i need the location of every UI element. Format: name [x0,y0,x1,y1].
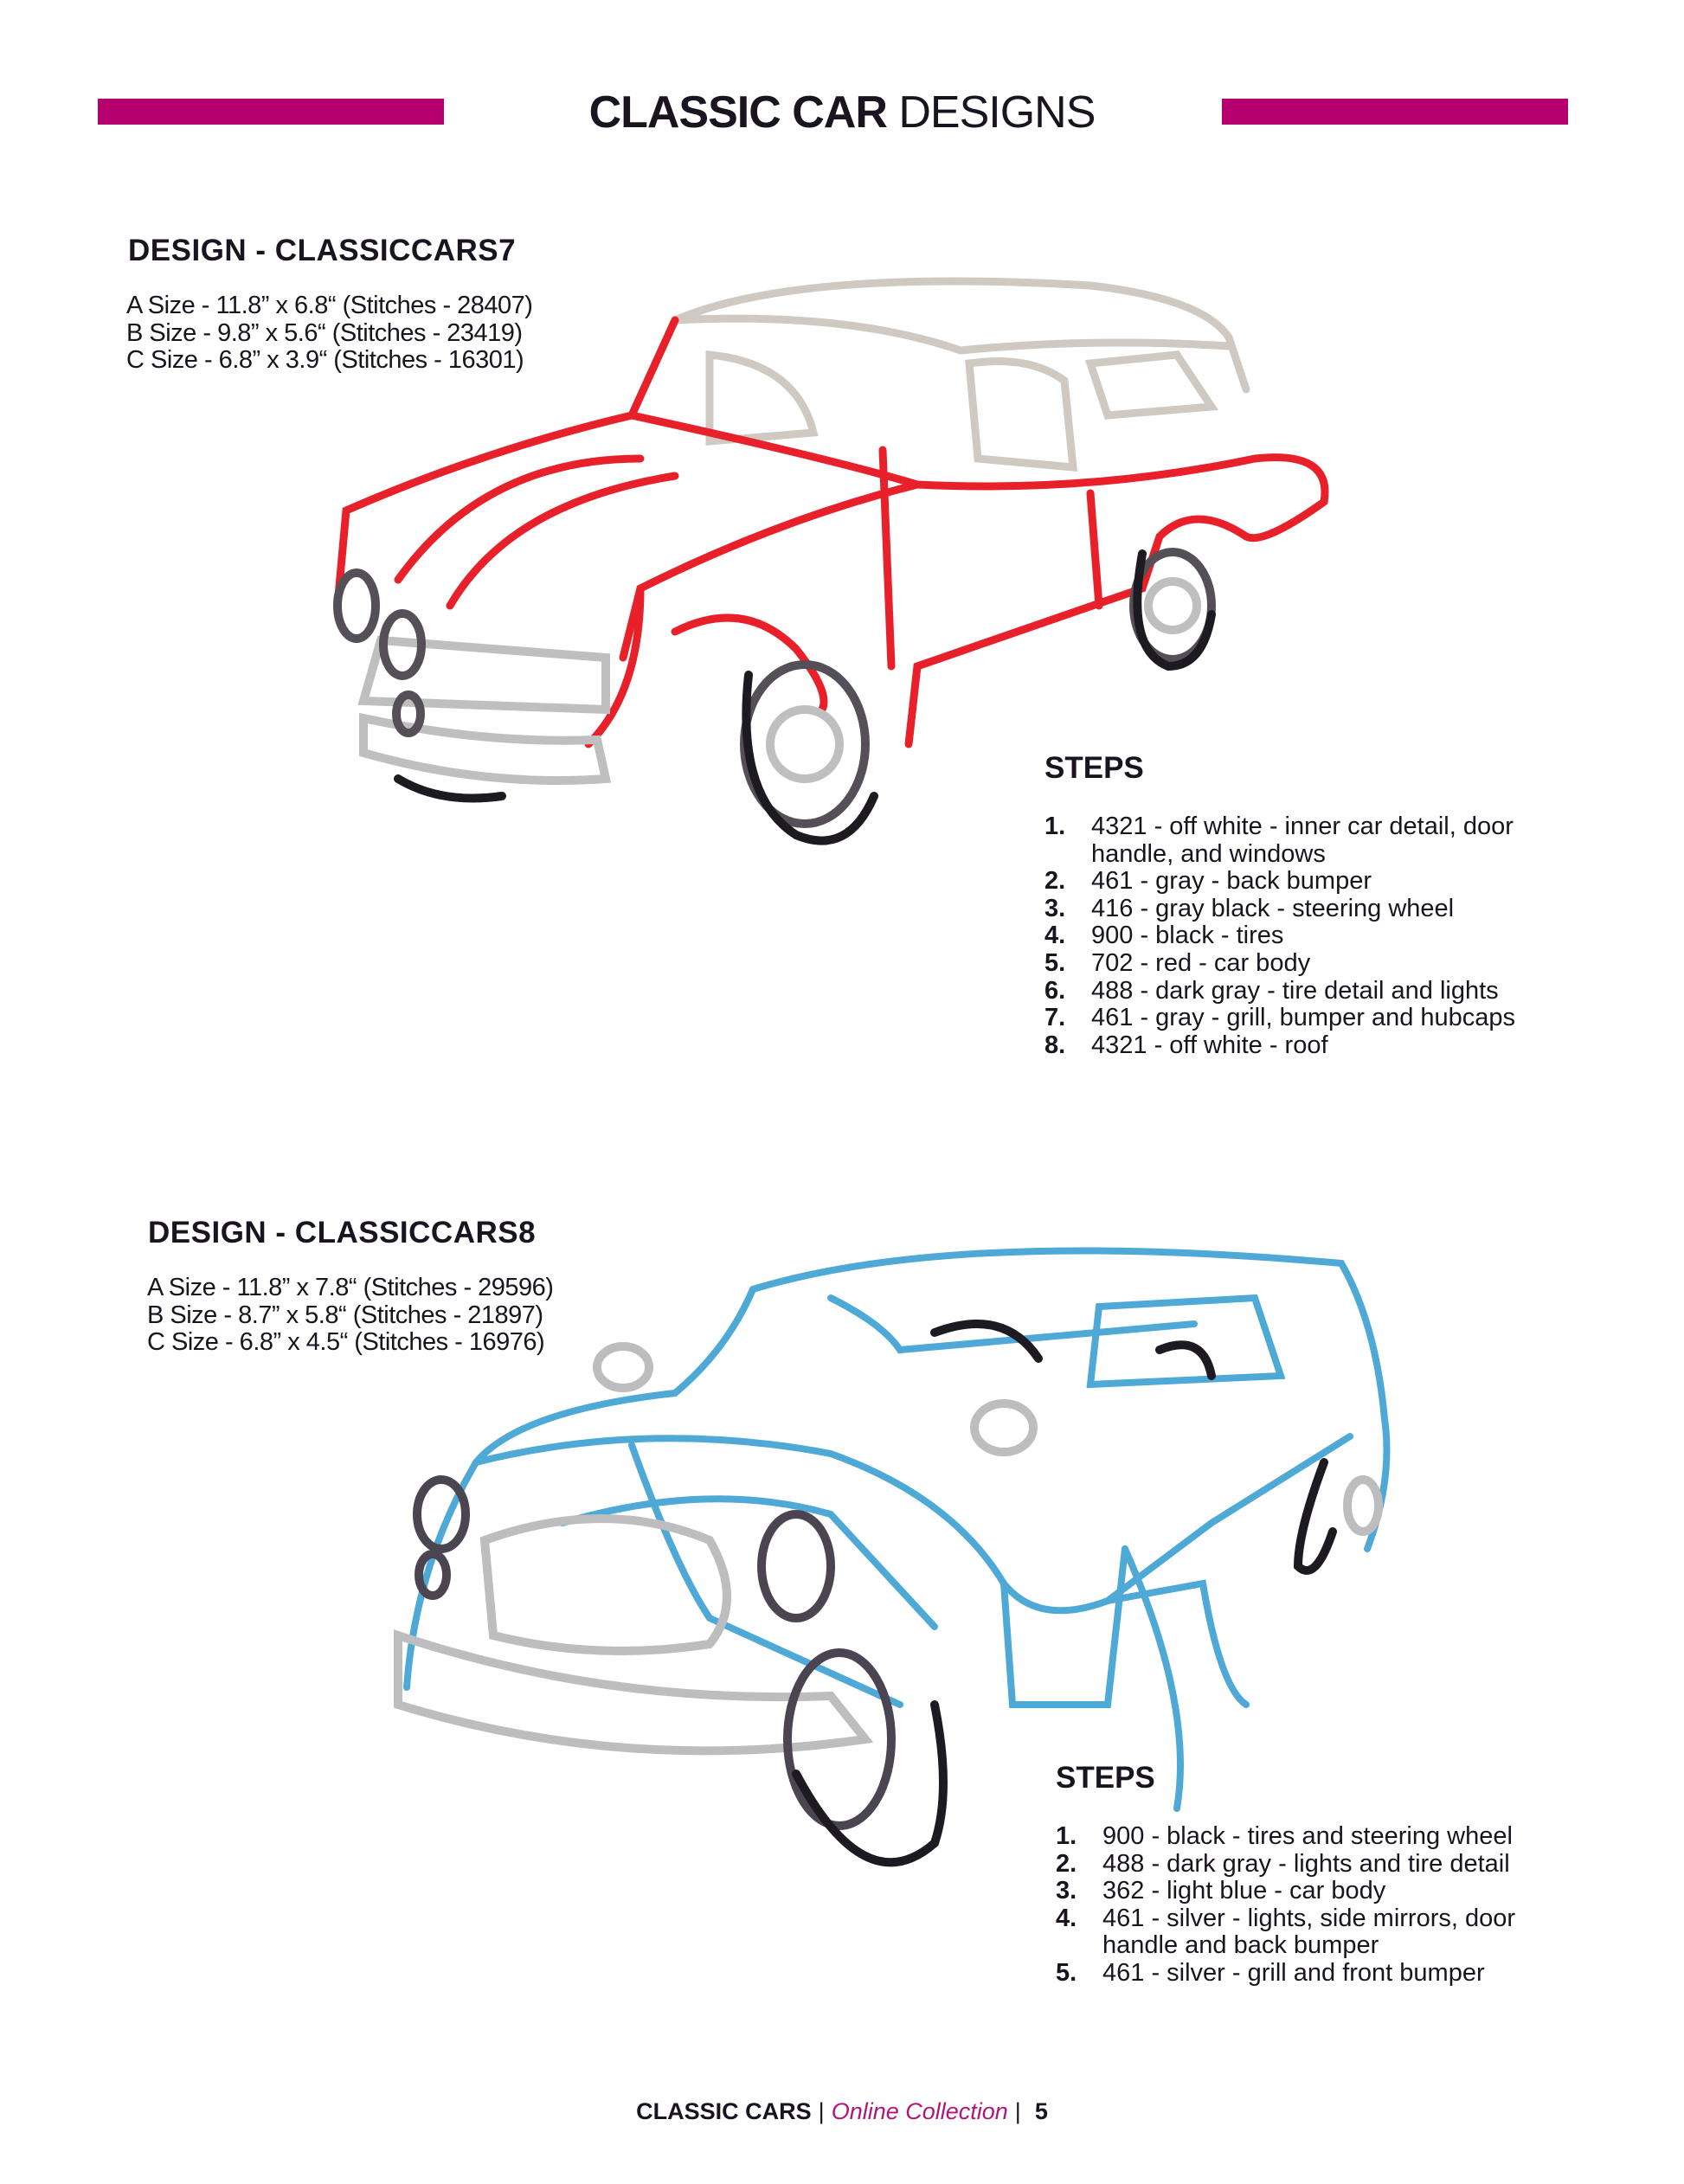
step-item: 5. 702 - red - car body [1044,948,1559,978]
steps-heading: STEPS [1056,1761,1155,1795]
step-number: 6. [1044,976,1066,1005]
car-illustration-classiccars7 [333,277,1329,845]
step-number: 3. [1056,1877,1077,1905]
step-text: 461 - silver - grill and front bumper [1102,1958,1485,1987]
step-number: 8. [1044,1031,1066,1059]
steps-heading: STEPS [1044,751,1144,785]
step-item: 3. 362 - light blue - car body [1056,1878,1570,1905]
step-item: 2. 461 - gray - back bumper [1044,868,1559,896]
step-number: 4. [1056,1904,1077,1932]
page-footer: CLASSIC CARS|Online Collection|5 [0,2098,1684,2125]
step-item: 1. 900 - black - tires and steering wheel [1056,1822,1570,1851]
design-sizes: A Size - 11.8” x 7.8“ (Stitches - 29596)… [147,1274,554,1357]
step-item: 8. 4321 - off white - roof [1044,1031,1559,1060]
step-text: 461 - gray - back bumper [1091,867,1372,896]
title-bold: CLASSIC CAR [588,87,888,138]
size-b: B Size - 9.8” x 5.6“ (Stitches - 23419) [126,318,523,347]
step-item: 6. 488 - dark gray - tire detail and ligh… [1044,976,1559,1005]
step-item: 4. 461 - silver - lights, side mirrors, d… [1056,1905,1570,1960]
title-light: DESIGNS [898,87,1096,138]
step-number: 2. [1044,867,1066,896]
design-heading: DESIGN - CLASSICCARS8 [148,1216,537,1249]
design-heading: DESIGN - CLASSICCARS7 [128,234,517,267]
step-item: 5. 461 - silver - grill and front bumper [1056,1958,1570,1988]
step-number: 3. [1044,894,1066,922]
step-number: 5. [1044,948,1066,977]
step-item: 4. 900 - black - tires [1044,922,1559,950]
step-number: 7. [1044,1004,1066,1032]
step-number: 5. [1056,1958,1077,1987]
step-text: 900 - black - tires [1091,922,1284,950]
step-number: 2. [1056,1849,1077,1878]
size-c: C Size - 6.8” x 4.5“ (Stitches - 16976) [147,1328,545,1356]
page-title: CLASSIC CAR DESIGNS [0,87,1684,138]
step-text: 4321 - off white - roof [1091,1031,1328,1059]
step-text: 488 - dark gray - lights and tire detail [1102,1849,1510,1878]
step-item: 2. 488 - dark gray - lights and tire deta… [1056,1849,1570,1879]
step-text: 416 - gray black - steering wheel [1091,894,1455,922]
size-c: C Size - 6.8” x 3.9“ (Stitches - 16301) [126,346,524,374]
step-number: 4. [1044,922,1066,950]
step-text: 461 - silver - lights, side mirrors, doo… [1102,1904,1516,1960]
step-text: 702 - red - car body [1091,948,1311,977]
step-number: 1. [1044,813,1066,840]
footer-collection: CLASSIC CARS [636,2098,812,2124]
footer-subtitle: Online Collection [831,2098,1008,2124]
size-b: B Size - 8.7” x 5.8“ (Stitches - 21897) [147,1301,543,1329]
footer-divider: | [1014,2098,1021,2124]
step-item: 3. 416 - gray black - steering wheel [1044,894,1559,923]
step-number: 1. [1056,1822,1077,1850]
step-text: 461 - gray - grill, bumper and hubcaps [1091,1004,1516,1032]
accent-bar-left [98,99,444,125]
step-text: 900 - black - tires and steering wheel [1102,1822,1513,1850]
steps-list: 1. 4321 - off white - inner car detail, d… [1044,813,1559,1059]
accent-bar-right [1222,99,1568,125]
design-sizes: A Size - 11.8” x 6.8“ (Stitches - 28407)… [126,292,533,375]
step-text: 488 - dark gray - tire detail and lights [1091,976,1499,1005]
step-item: 1. 4321 - off white - inner car detail, d… [1044,813,1559,868]
footer-divider: | [818,2098,825,2124]
page-number: 5 [1034,2098,1048,2124]
size-a: A Size - 11.8” x 6.8“ (Stitches - 28407) [126,292,533,319]
steps-list: 1. 900 - black - tires and steering wheel… [1056,1822,1570,1988]
car-illustration-classiccars8 [394,1247,1391,1867]
step-text: 4321 - off white - inner car detail, doo… [1091,813,1514,868]
size-a: A Size - 11.8” x 7.8“ (Stitches - 29596) [147,1274,554,1301]
step-item: 7. 461 - gray - grill, bumper and hubcaps [1044,1005,1559,1032]
step-text: 362 - light blue - car body [1102,1877,1386,1905]
